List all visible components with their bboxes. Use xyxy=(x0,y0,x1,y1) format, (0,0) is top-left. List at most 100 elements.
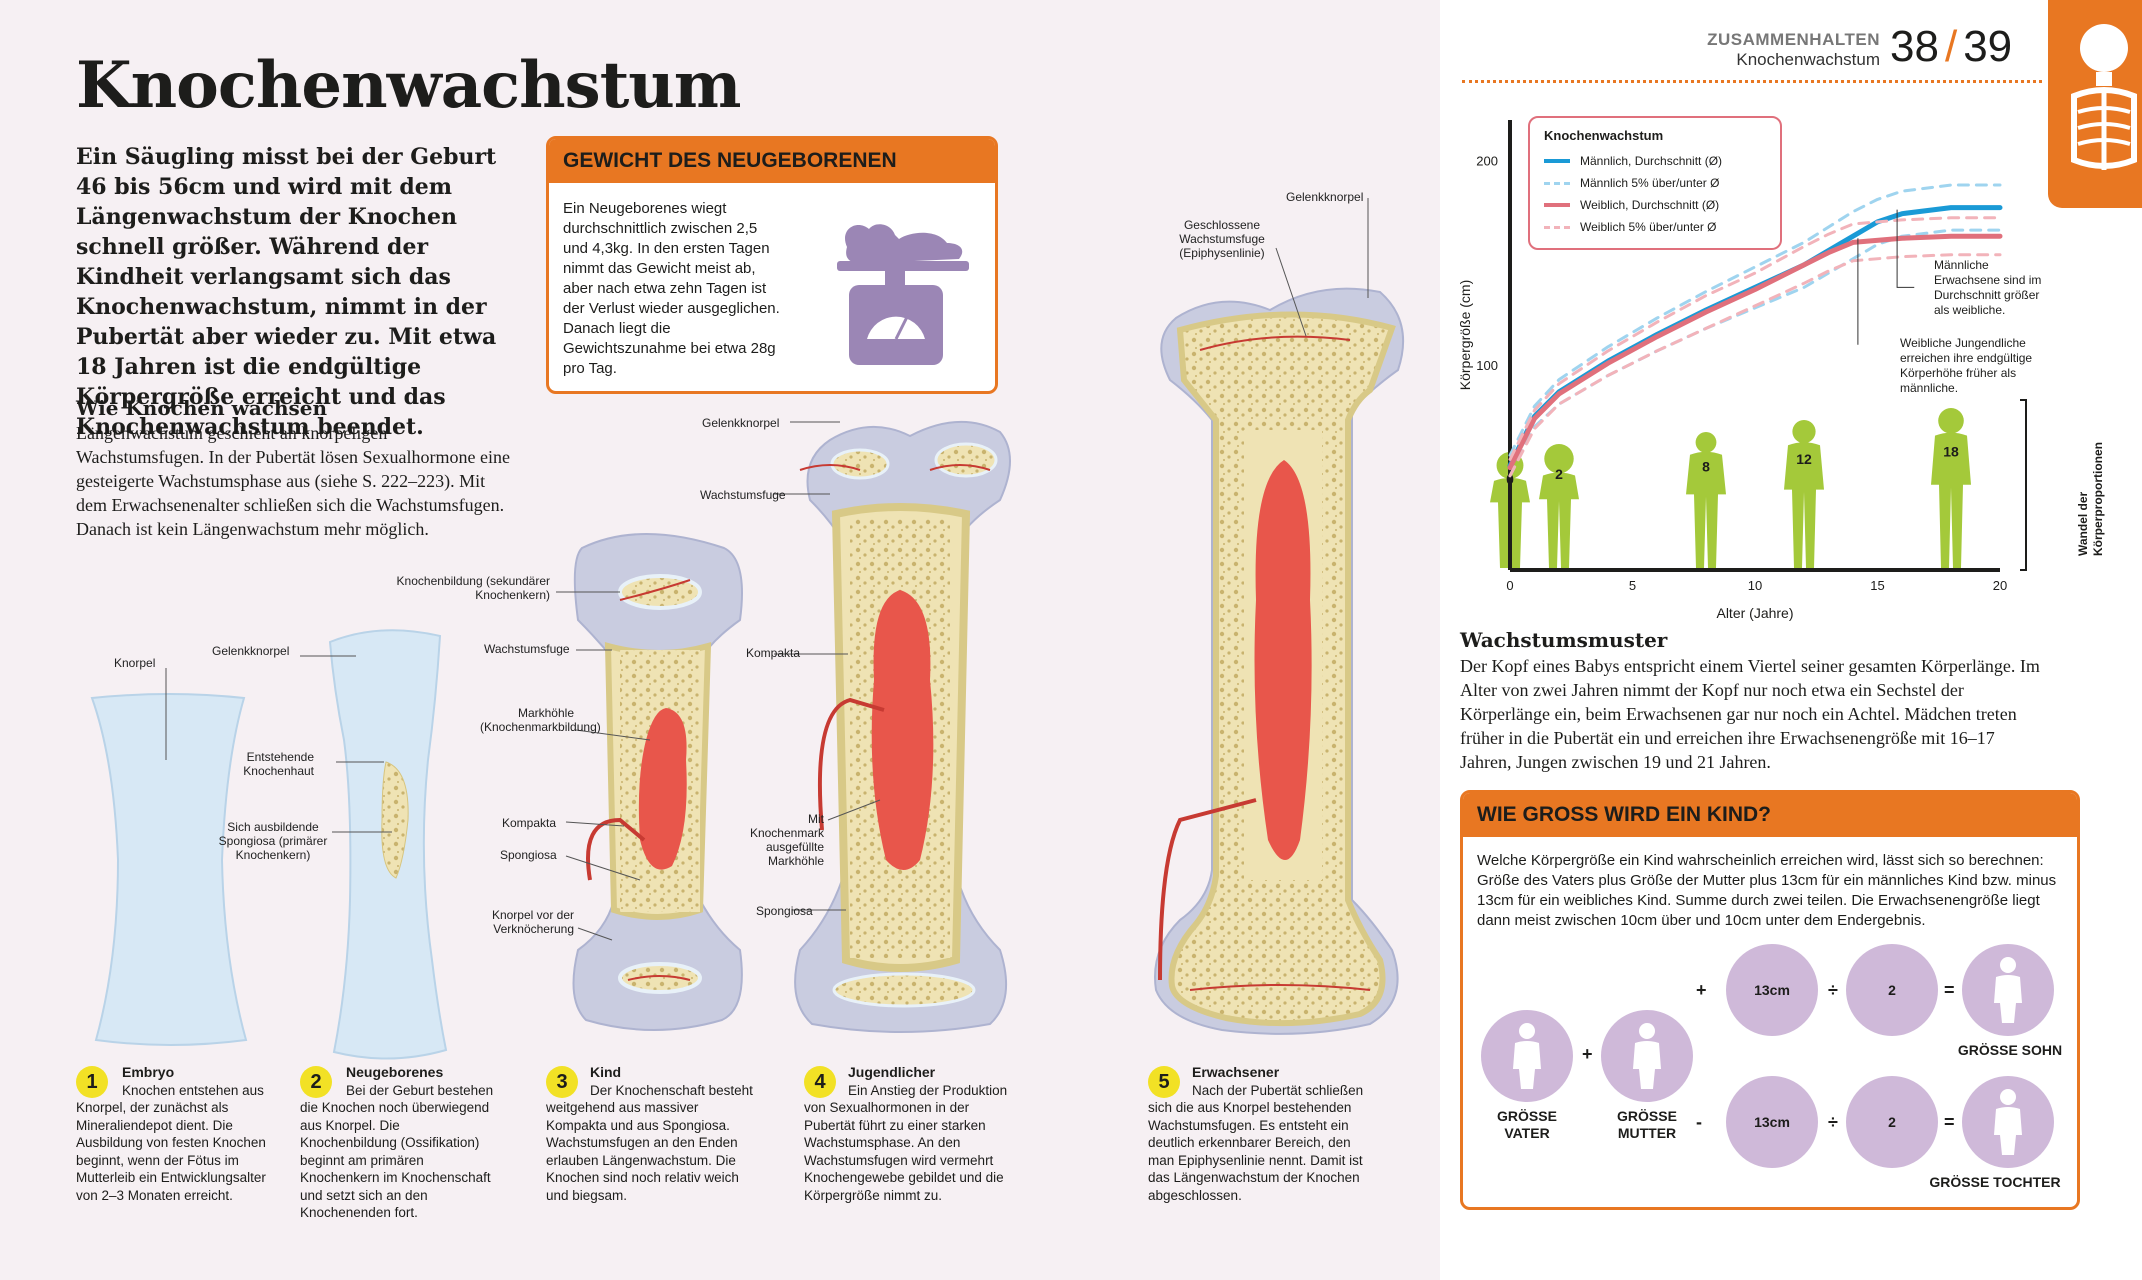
x-tick-label: 15 xyxy=(1870,578,1884,593)
label-markhoehle: Markhöhle (Knochenmarkbildung) xyxy=(480,706,601,734)
legend-label: Männlich 5% über/unter Ø xyxy=(1580,176,1720,190)
label-wachstumsfuge-2: Wachstumsfuge xyxy=(700,488,786,502)
label-gelenkknorpel-3: Gelenkknorpel xyxy=(1286,190,1364,204)
y-axis-label: Körpergröße (cm) xyxy=(1457,280,1473,390)
page-numbers: 38/39 xyxy=(1890,22,2012,72)
kid-box-heading: WIE GROSS WIRD EIN KIND? xyxy=(1463,793,2077,837)
daughter-caption: GRÖSSE TOCHTER xyxy=(1929,1174,2061,1190)
running-header: ZUSAMMENHALTEN Knochenwachstum xyxy=(1690,30,1880,70)
skeleton-torso-icon xyxy=(2071,24,2137,170)
label-spongiosa-2: Spongiosa xyxy=(756,904,813,918)
bone-teen xyxy=(794,421,1011,1033)
series-line-1 xyxy=(1508,183,2002,457)
legend-swatch xyxy=(1544,159,1570,163)
annotation-female: Weibliche Jungendliche erreichen ihre en… xyxy=(1900,336,2033,395)
label-geschlossene-fuge: Geschlossene Wachstumsfuge (Epiphysenlin… xyxy=(1179,218,1265,260)
stage-3: 3 Kind Der Knochenschaft besteht weitgeh… xyxy=(546,1064,756,1204)
kid-box-text: Welche Körpergröße ein Kind wahrscheinli… xyxy=(1477,852,2057,929)
equals-operator-1: = xyxy=(1944,980,1955,1000)
x-tick-label: 0 xyxy=(1506,578,1513,593)
intro-text: Ein Säugling misst bei der Geburt 46 bis… xyxy=(76,144,497,440)
label-spongiosa-primaer: Sich ausbildende Spongiosa (primärer Kno… xyxy=(218,820,328,862)
legend-item: Weiblich 5% über/unter Ø xyxy=(1544,216,1722,238)
son-circle xyxy=(1962,944,2054,1036)
series-line-5 xyxy=(1508,253,2002,478)
series-line-3 xyxy=(1507,233,2003,471)
label-gelenkknorpel-2: Gelenkknorpel xyxy=(702,416,780,430)
minus-13cm-circle: 13cm xyxy=(1726,1076,1818,1168)
x-tick-label: 10 xyxy=(1748,578,1762,593)
legend-label: Männlich, Durchschnitt (Ø) xyxy=(1580,154,1723,168)
figure-age-label: 18 xyxy=(1943,444,1959,460)
legend-label: Weiblich, Durchschnitt (Ø) xyxy=(1580,198,1720,212)
page-title: Knochenwachstum xyxy=(76,48,741,123)
y-tick-label: 100 xyxy=(1476,358,1498,373)
stage-2-name: Neugeborenes xyxy=(346,1064,444,1080)
growth-chart: 028121805101520100200Alter (Jahre)Körper… xyxy=(1457,120,2027,621)
person-icon xyxy=(1513,1023,1541,1089)
how-heading: Wie Knochen wachsen xyxy=(76,396,328,420)
legend-title: Knochenwachstum xyxy=(1544,128,1664,143)
stage-3-text: Der Knochenschaft besteht weitgehend aus… xyxy=(546,1082,753,1203)
label-gelenkknorpel-1: Gelenkknorpel xyxy=(212,644,290,658)
legend-item: Weiblich, Durchschnitt (Ø) xyxy=(1544,194,1722,216)
body-figure-age-18 xyxy=(1931,408,1971,568)
stage-3-name: Kind xyxy=(590,1064,622,1080)
label-entstehende-knochenhaut: Entstehende Knochenhaut xyxy=(243,750,314,778)
label-kompakta-2: Kompakta xyxy=(746,646,801,660)
equals-operator-2: = xyxy=(1944,1112,1955,1132)
weight-box-heading: GEWICHT DES NEUGEBORENEN xyxy=(549,139,995,183)
how-text: Längenwachstum geschieht an knorpeligen … xyxy=(76,423,510,539)
person-icon xyxy=(1994,1089,2022,1155)
legend-swatch xyxy=(1544,203,1570,207)
divide-operator-1: ÷ xyxy=(1828,980,1838,1000)
stage-4-name: Jugendlicher xyxy=(848,1064,936,1080)
x-tick-label: 20 xyxy=(1993,578,2007,593)
stage-1-name: Embryo xyxy=(122,1064,175,1080)
section-name: ZUSAMMENHALTEN xyxy=(1707,30,1880,49)
page-number-left: 38 xyxy=(1890,22,1939,71)
y-tick-label: 200 xyxy=(1476,153,1498,168)
header-dotted-rule xyxy=(1462,80,2042,83)
father-circle xyxy=(1481,1010,1573,1102)
label-knochenbildung: Knochenbildung (sekundärer Knochenkern) xyxy=(396,574,550,602)
page-number-slash: / xyxy=(1944,22,1958,71)
divide-2-circle-1: 2 xyxy=(1846,944,1938,1036)
stage-5-number: 5 xyxy=(1148,1066,1180,1098)
section-sub: Knochenwachstum xyxy=(1736,50,1880,69)
page-number-right: 39 xyxy=(1963,22,2013,71)
body-figure-age-2 xyxy=(1539,444,1579,568)
label-spongiosa-1: Spongiosa xyxy=(500,848,557,862)
divide-2-circle-2: 2 xyxy=(1846,1076,1938,1168)
person-icon xyxy=(1633,1023,1661,1089)
son-caption: GRÖSSE SOHN xyxy=(1957,1042,2063,1058)
plus-operator-1: + xyxy=(1582,1044,1593,1064)
label-wachstumsfuge-1: Wachstumsfuge xyxy=(484,642,570,656)
stage-5-text: Nach der Pubertät schließen sich die aus… xyxy=(1148,1082,1364,1203)
mother-circle xyxy=(1601,1010,1693,1102)
daughter-circle xyxy=(1962,1076,2054,1168)
side-label: Wandel der Körperproportionen xyxy=(2076,442,2105,556)
body-figure-age-12 xyxy=(1784,420,1824,568)
minus-operator: - xyxy=(1696,1112,1702,1132)
stage-2-number: 2 xyxy=(300,1066,332,1098)
pattern-text: Der Kopf eines Babys entspricht einem Vi… xyxy=(1460,656,2040,772)
figure-age-label: 8 xyxy=(1702,459,1710,475)
x-axis-label: Alter (Jahre) xyxy=(1716,605,1793,621)
stage-1-text: Knochen entstehen aus Knorpel, der zunäc… xyxy=(76,1082,266,1203)
bone-embryo xyxy=(90,693,248,1046)
divide-operator-2: ÷ xyxy=(1828,1112,1838,1132)
legend-item: Männlich 5% über/unter Ø xyxy=(1544,172,1722,194)
plus-13cm-circle: 13cm xyxy=(1726,944,1818,1036)
stage-3-number: 3 xyxy=(546,1066,578,1098)
father-caption: GRÖSSE VATER xyxy=(1497,1108,1557,1141)
mother-caption: GRÖSSE MUTTER xyxy=(1617,1108,1677,1141)
figure-age-label: 12 xyxy=(1796,451,1812,467)
bone-illustrations xyxy=(90,198,1405,1060)
proportion-bracket xyxy=(2020,399,2027,571)
stage-5: 5 Erwachsener Nach der Pubertät schließe… xyxy=(1148,1064,1368,1204)
weight-box-text: Ein Neugeborenes wiegt durchschnittlich … xyxy=(563,200,780,377)
bone-newborn xyxy=(328,629,448,1060)
chapter-tab xyxy=(2048,0,2142,208)
legend-swatch xyxy=(1544,225,1570,229)
